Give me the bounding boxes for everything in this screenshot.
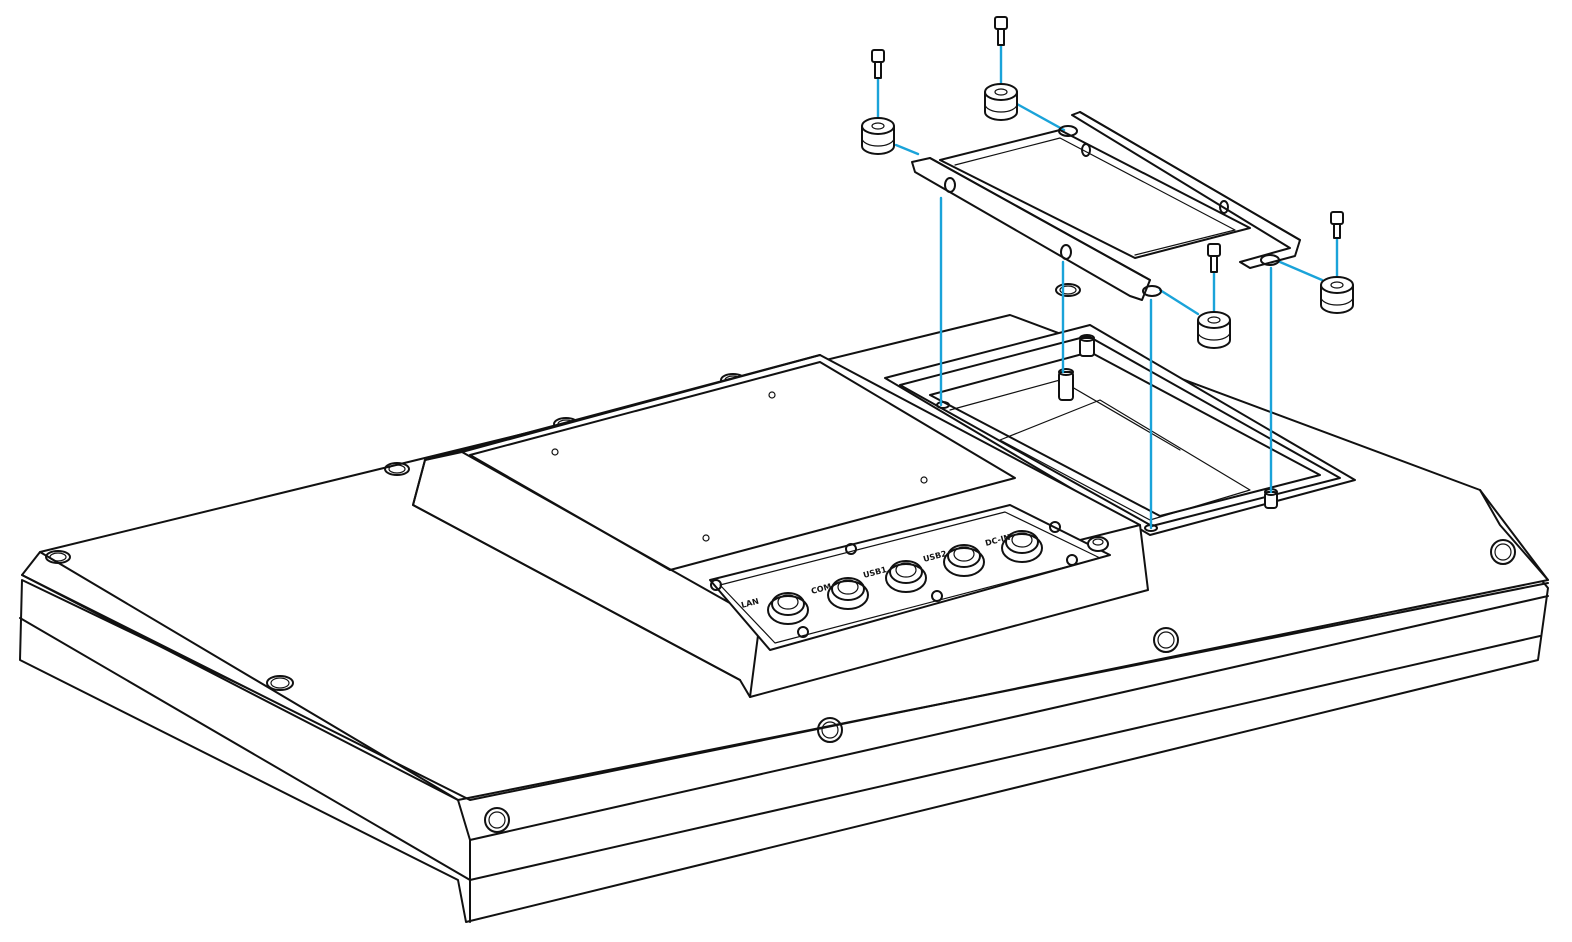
screw-1 [871, 49, 885, 79]
spacer-1 [861, 117, 895, 155]
screws [871, 16, 1344, 273]
assembly-guide-lines [876, 42, 1339, 530]
spacer-3 [1320, 276, 1354, 314]
connector-usb2 [943, 544, 985, 577]
rubber-spacers [861, 83, 1354, 349]
screw-3 [1330, 211, 1344, 239]
recessed-bay [884, 324, 1356, 536]
screw-2 [994, 16, 1008, 46]
io-connectors [767, 530, 1109, 625]
port-label-lan: LAN [740, 597, 760, 610]
spacer-2 [984, 83, 1018, 121]
screw-4 [1207, 243, 1221, 273]
mounting-bracket [911, 111, 1301, 301]
ground-terminal [1087, 536, 1109, 552]
connector-usb1 [885, 560, 927, 593]
spacer-4 [1197, 311, 1231, 349]
panel-mounting-holes [45, 283, 1516, 833]
connector-dc-in [1001, 530, 1043, 563]
connector-lan [767, 592, 809, 625]
connector-com [827, 577, 869, 610]
